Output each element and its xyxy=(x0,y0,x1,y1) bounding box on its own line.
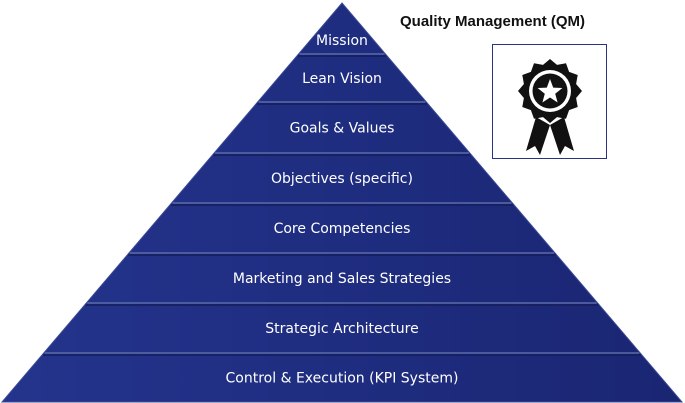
tier-label-2: Lean Vision xyxy=(302,71,382,87)
tier-label-6: Marketing and Sales Strategies xyxy=(233,271,451,287)
tier-label-8: Control & Execution (KPI System) xyxy=(226,371,459,387)
tier-label-4: Objectives (specific) xyxy=(271,171,413,187)
qm-badge-box xyxy=(492,44,607,159)
tier-label-1: Mission xyxy=(316,33,368,49)
qm-title: Quality Management (QM) xyxy=(400,13,586,30)
tier-label-3: Goals & Values xyxy=(290,121,395,137)
tier-label-7: Strategic Architecture xyxy=(265,321,418,337)
tier-label-5: Core Competencies xyxy=(274,221,411,237)
award-ribbon-star-icon xyxy=(518,59,582,155)
